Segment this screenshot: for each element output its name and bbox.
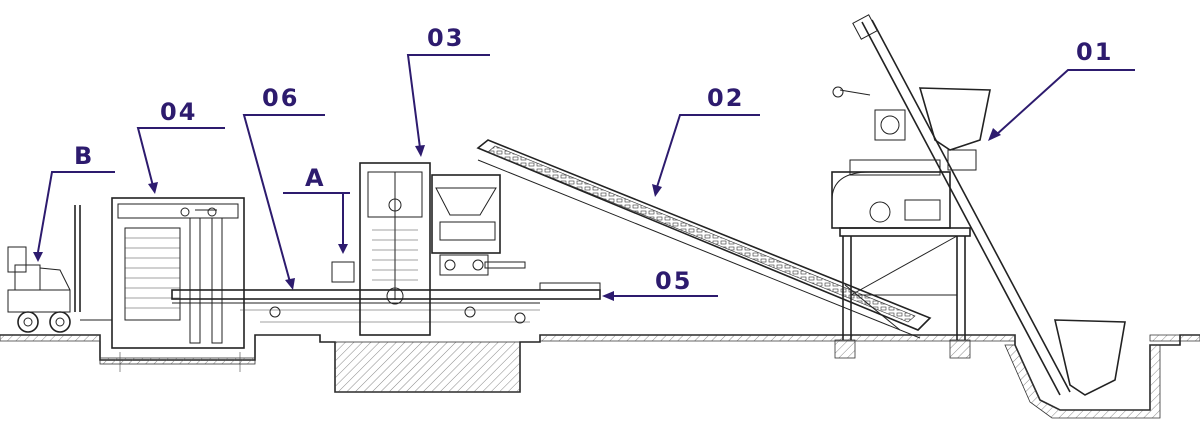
callout-06 bbox=[242, 114, 325, 290]
pallet-conveyor bbox=[171, 261, 601, 324]
callout-01 bbox=[988, 69, 1135, 141]
skip-hoist bbox=[852, 14, 1126, 396]
label-06: 06 bbox=[262, 84, 299, 112]
block-machine bbox=[359, 162, 526, 336]
callout-a bbox=[283, 192, 350, 254]
label-a: A bbox=[305, 164, 326, 192]
callout-02 bbox=[652, 114, 760, 197]
concrete-mixer bbox=[831, 86, 991, 340]
label-01: 01 bbox=[1076, 38, 1113, 66]
label-04: 04 bbox=[160, 98, 197, 126]
forklift bbox=[7, 205, 112, 333]
belt-conveyor bbox=[476, 139, 932, 339]
callout-03 bbox=[406, 54, 490, 157]
ground bbox=[0, 334, 1200, 419]
callout-b bbox=[33, 171, 115, 262]
label-b: B bbox=[74, 142, 94, 170]
callout-05 bbox=[602, 291, 718, 301]
callout-04 bbox=[136, 127, 225, 194]
stacker bbox=[111, 197, 245, 372]
label-02: 02 bbox=[707, 84, 744, 112]
label-03: 03 bbox=[427, 24, 464, 52]
label-05: 05 bbox=[655, 267, 692, 295]
